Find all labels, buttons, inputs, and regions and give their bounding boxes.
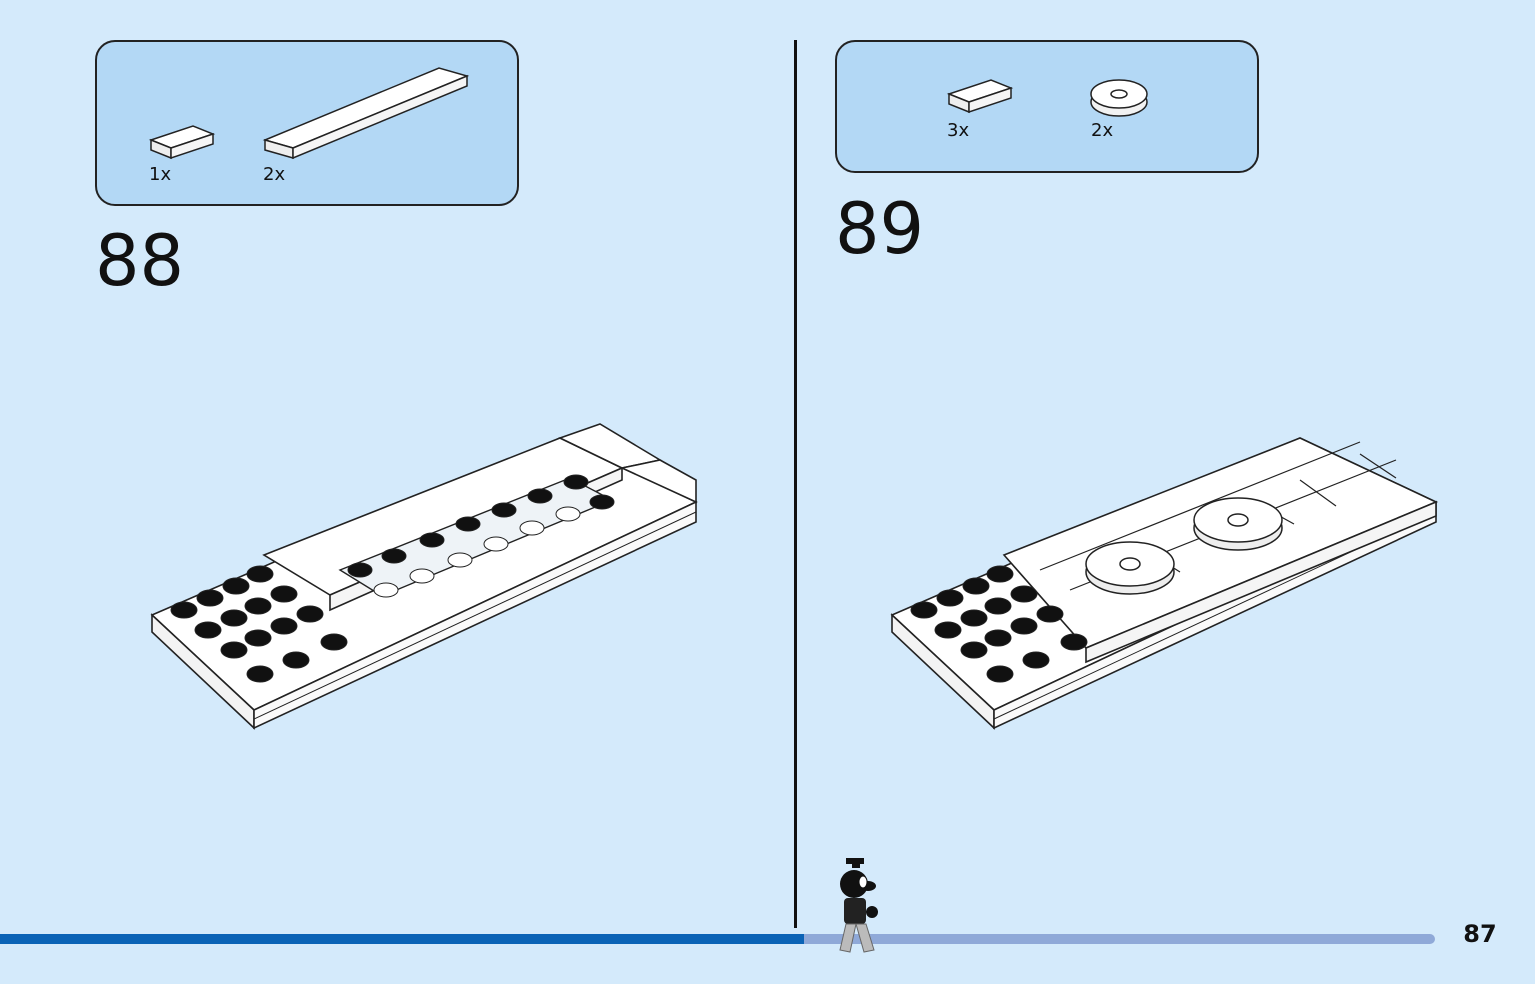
parts-callout-step-89: 3x 2x [835,40,1259,173]
part-qty-label: 1x [149,164,172,185]
tile-1x2-icon [148,125,216,160]
part-qty-label: 3x [947,120,970,141]
step-number-89: 89 [835,188,925,270]
parts-callout-step-88: 1x 2x [95,40,519,206]
page-number: 87 [1463,920,1497,948]
minifigure-icon [839,858,878,953]
step-number-88: 88 [95,220,185,302]
part-qty-label: 2x [1091,120,1114,141]
build-model-step-89 [890,437,1438,730]
tile-1x2-icon [946,79,1014,114]
step-divider [794,40,797,928]
round-tile-icon [1090,79,1148,117]
progress-fill [0,934,804,944]
part-qty-label: 2x [263,164,286,185]
tile-1x8-icon [262,67,470,160]
build-model-step-88 [150,423,698,730]
